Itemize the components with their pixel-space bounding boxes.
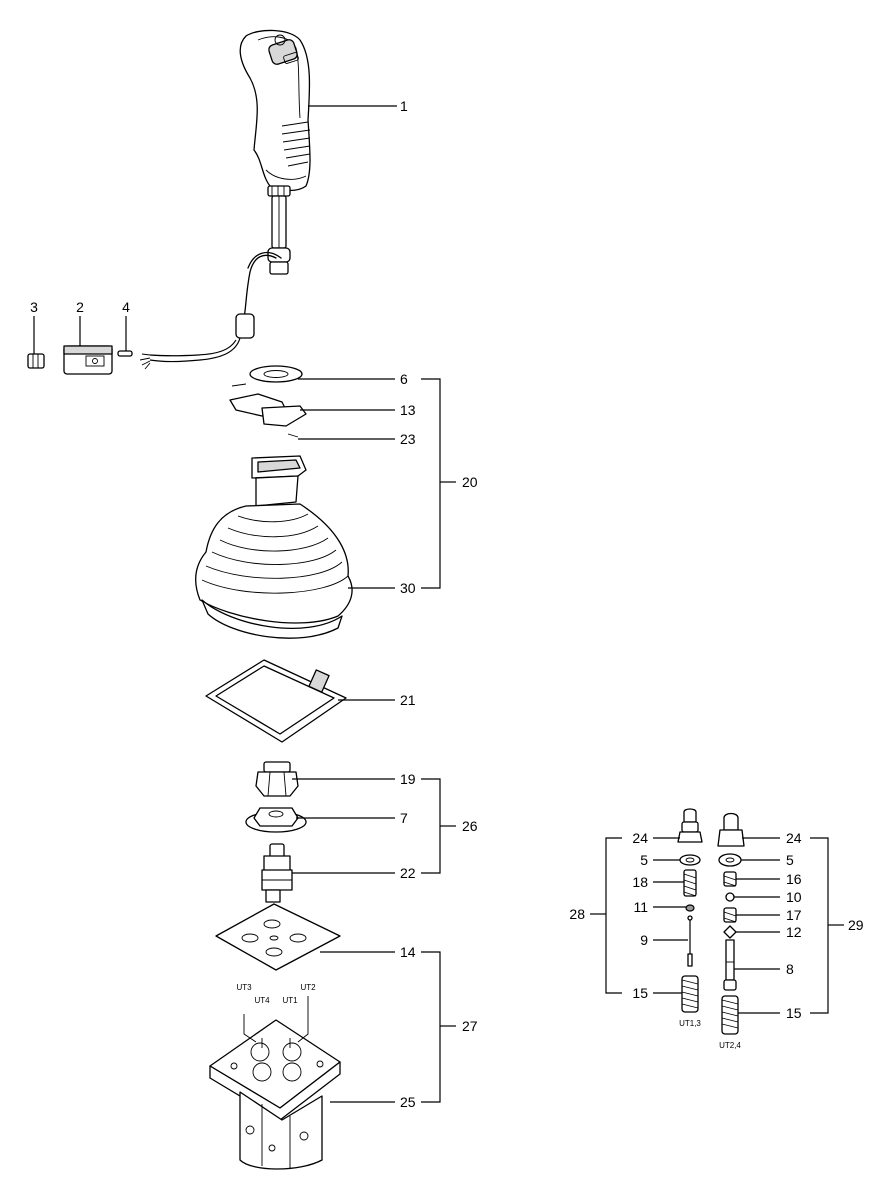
callout-22: 22: [400, 865, 416, 881]
callout-17: 17: [786, 907, 802, 923]
callout-1: 1: [400, 98, 408, 114]
callout-8: 8: [786, 961, 794, 977]
connector-housing: [63, 345, 113, 375]
joystick-handle: [139, 29, 311, 370]
callout-30: 30: [400, 580, 416, 596]
callout-6: 6: [400, 371, 408, 387]
callout-2: 2: [76, 299, 84, 315]
callout-4: 4: [122, 299, 130, 315]
port-label-ut4: UT4: [254, 996, 270, 1005]
top-plate-and-bracket: [229, 365, 307, 438]
callout-14: 14: [400, 944, 416, 960]
callout-15-left: 15: [632, 985, 648, 1001]
callout-13: 13: [400, 402, 416, 418]
valve-body: [209, 996, 341, 1170]
callout-20: 20: [462, 474, 478, 490]
callout-15-right: 15: [786, 1005, 802, 1021]
callout-16: 16: [786, 871, 802, 887]
callout-5-left: 5: [640, 852, 648, 868]
callout-18: 18: [632, 874, 648, 890]
callout-19: 19: [400, 771, 416, 787]
nut-part: [255, 761, 299, 797]
callout-29: 29: [848, 917, 864, 933]
port-label-ut13: UT1,3: [679, 1019, 701, 1028]
universal-joint: [261, 843, 293, 903]
leader-lines: [33, 105, 844, 1103]
port-label-ut24: UT2,4: [719, 1041, 741, 1050]
callout-11: 11: [633, 899, 648, 915]
connector-pin: [117, 350, 133, 357]
callout-9: 9: [640, 932, 648, 948]
callout-24-left: 24: [632, 830, 648, 846]
callout-26: 26: [462, 818, 478, 834]
connector-plug: [27, 353, 45, 369]
callout-21: 21: [400, 692, 416, 708]
callout-23: 23: [400, 431, 416, 447]
hex-flange-nut: [245, 807, 307, 833]
bellows-boot: [195, 455, 353, 639]
callout-10: 10: [786, 889, 802, 905]
callout-24-right: 24: [786, 830, 802, 846]
callout-28: 28: [569, 906, 585, 922]
callout-7: 7: [400, 810, 408, 826]
callout-12: 12: [786, 924, 802, 940]
kit-right-column: [717, 812, 745, 1035]
port-label-ut2: UT2: [300, 983, 316, 992]
square-ring: [205, 659, 347, 743]
callout-labels: 1 3 2 4 6 13 23 20 30 21 19 7 26 22 14 2…: [30, 98, 864, 1110]
callout-27: 27: [462, 1018, 478, 1034]
callout-3: 3: [30, 299, 38, 315]
callout-25: 25: [400, 1094, 416, 1110]
gasket-plate: [215, 903, 341, 971]
kit-left-column: [677, 808, 703, 1013]
callout-5-right: 5: [786, 852, 794, 868]
port-label-ut3: UT3: [236, 983, 252, 992]
port-labels: UT3 UT4 UT1 UT2 UT1,3 UT2,4: [236, 983, 741, 1050]
port-label-ut1: UT1: [282, 996, 298, 1005]
